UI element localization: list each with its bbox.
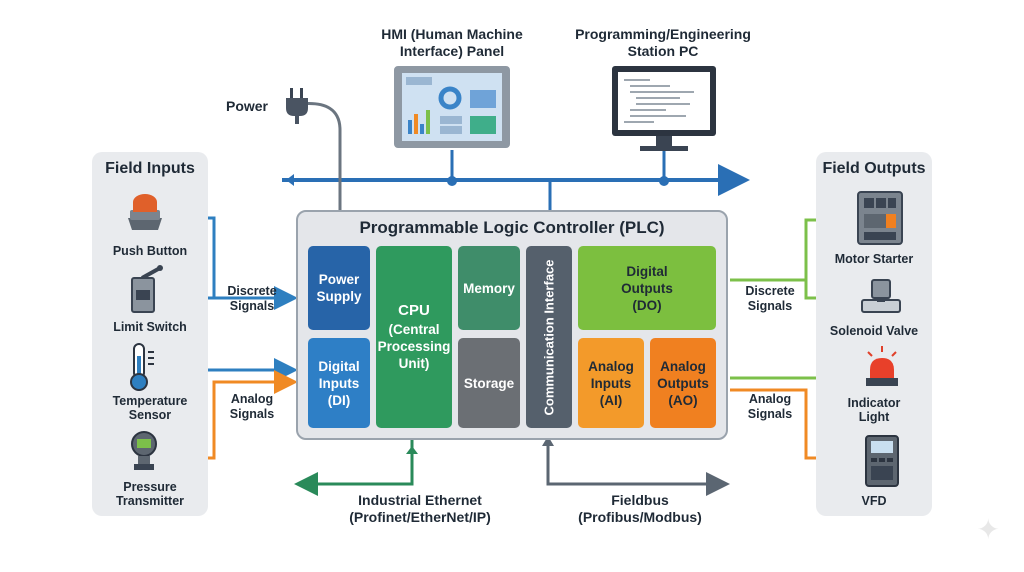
field-inputs-title: Field Inputs	[105, 160, 195, 177]
hmi-title-line2: Interface) Panel	[399, 43, 505, 59]
power-supply-line1: Power	[318, 272, 360, 287]
analog-in-line2: Signals	[229, 407, 275, 421]
indicator-light-icon	[866, 346, 898, 386]
power-label: Power	[225, 98, 268, 114]
discrete-signals-in-label: Discrete Signals	[222, 284, 282, 314]
cpu-line3: Processing	[377, 339, 451, 354]
indicator-light-line2: Light	[858, 410, 890, 424]
temperature-sensor-line1: Temperature	[112, 394, 188, 408]
ethernet-line1: Industrial Ethernet	[358, 492, 482, 508]
hmi-title-line1: HMI (Human Machine	[381, 26, 523, 42]
pc-title-line1: Programming/Engineering	[575, 26, 751, 42]
analog-signals-in-label: Analog Signals	[222, 392, 282, 422]
discrete-in-line1: Discrete	[227, 284, 277, 298]
do-line2: Outputs	[621, 280, 673, 296]
ao-line3: (AO)	[668, 392, 698, 408]
industrial-ethernet-label: Industrial Ethernet (Profinet/EtherNet/I…	[330, 492, 510, 526]
hmi-panel-icon	[394, 66, 510, 148]
indicator-light-line1: Indicator	[847, 396, 901, 410]
ai-line3: (AI)	[599, 392, 623, 408]
ao-line1: Analog	[660, 358, 706, 374]
do-line3: (DO)	[632, 297, 662, 313]
limit-switch-icon	[131, 265, 163, 313]
vfd-label: VFD	[861, 494, 887, 508]
solenoid-valve-icon	[861, 279, 901, 313]
analog-out-line1: Analog	[748, 392, 792, 406]
ethernet-line2: (Profinet/EtherNet/IP)	[349, 509, 491, 525]
discrete-in-line2: Signals	[229, 299, 275, 313]
di-line2: Inputs	[318, 375, 360, 391]
limit-switch-label: Limit Switch	[113, 320, 187, 334]
power-plug-icon	[286, 88, 308, 124]
storage-module: Storage	[458, 338, 520, 428]
fieldbus-line2: (Profibus/Modbus)	[578, 509, 702, 525]
communication-interface-label: Communication Interface	[541, 258, 557, 416]
di-line3: (DI)	[327, 392, 351, 408]
ai-line1: Analog	[588, 358, 634, 374]
pc-title-line2: Station PC	[627, 43, 699, 59]
push-button-icon	[128, 194, 162, 230]
communication-interface-module: Communication Interface	[526, 246, 572, 428]
pressure-transmitter-line2: Transmitter	[115, 494, 185, 508]
hmi-title: HMI (Human Machine Interface) Panel	[362, 26, 542, 60]
motor-starter-icon	[857, 191, 903, 245]
temperature-sensor-label: Temperature Sensor	[92, 394, 208, 422]
vfd-icon	[865, 435, 899, 487]
discrete-out-line1: Discrete	[745, 284, 795, 298]
di-line1: Digital	[318, 358, 360, 374]
field-outputs-title: Field Outputs	[822, 160, 926, 177]
power-supply-line2: Supply	[316, 289, 362, 304]
ai-line2: Inputs	[590, 375, 632, 391]
solenoid-valve-label: Solenoid Valve	[829, 324, 919, 338]
analog-in-line1: Analog	[230, 392, 274, 406]
plc-title: Programmable Logic Controller (PLC)	[359, 218, 665, 237]
pressure-transmitter-line1: Pressure	[123, 480, 177, 494]
ao-line2: Outputs	[657, 375, 709, 391]
analog-signals-out-label: Analog Signals	[740, 392, 800, 422]
do-line1: Digital	[626, 263, 668, 279]
memory-module: Memory	[458, 246, 520, 330]
sparkle-icon: ✦	[976, 514, 1000, 545]
discrete-signals-out-label: Discrete Signals	[740, 284, 800, 314]
cpu-line1: CPU	[398, 302, 430, 319]
pressure-transmitter-icon	[131, 431, 157, 470]
cpu-line4: Unit)	[398, 356, 430, 371]
thermometer-icon	[130, 343, 154, 391]
temperature-sensor-line2: Sensor	[128, 408, 172, 422]
discrete-out-line2: Signals	[747, 299, 793, 313]
analog-out-line2: Signals	[747, 407, 793, 421]
indicator-light-label: Indicator Light	[816, 396, 932, 424]
monitor-icon	[612, 66, 716, 151]
pressure-transmitter-label: Pressure Transmitter	[92, 480, 208, 508]
pc-title: Programming/Engineering Station PC	[558, 26, 768, 60]
cpu-line2: (Central	[388, 322, 440, 337]
fieldbus-label: Fieldbus (Profibus/Modbus)	[560, 492, 720, 526]
push-button-label: Push Button	[112, 244, 188, 258]
fieldbus-line1: Fieldbus	[611, 492, 669, 508]
motor-starter-label: Motor Starter	[834, 252, 914, 266]
